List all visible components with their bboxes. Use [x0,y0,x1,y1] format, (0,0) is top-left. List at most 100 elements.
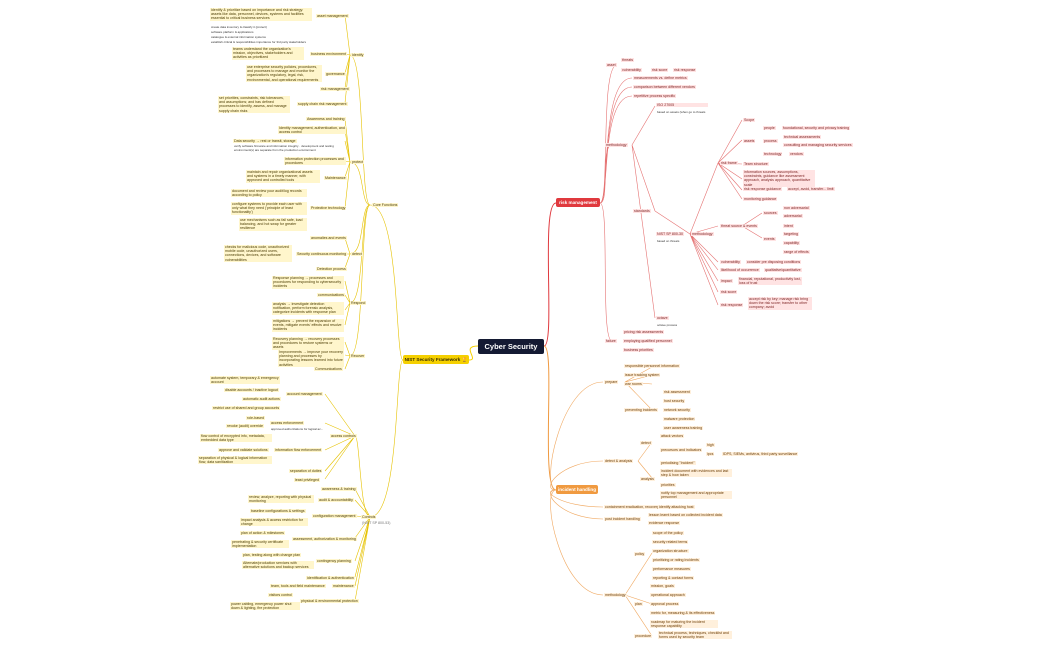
standards-node[interactable]: standards [633,209,651,214]
process-node[interactable]: process [763,139,778,144]
response-guidance-node[interactable]: risk response guidance [743,187,782,192]
data-security-node[interactable]: Data security → rest or transit, storage [233,139,297,144]
octave-node[interactable]: octave [656,316,669,321]
core-functions-node[interactable]: Core Functions [372,203,399,208]
identification-node[interactable]: identification & authentication [306,576,355,581]
preventing-node[interactable]: preventing incidents [624,408,658,413]
awareness-training-node[interactable]: Awareness and training [306,117,346,122]
detect-item-1: attack vectors [660,434,685,439]
supply-chain-node[interactable]: supply chain risk management [297,102,348,107]
threats-node[interactable]: threats [621,58,634,63]
asset-node[interactable]: asset [606,63,617,68]
inputs-node[interactable]: information sources, assumptions, constr… [743,170,815,187]
team-structure-node[interactable]: Team structure [743,162,769,167]
failure-node[interactable]: failure [605,339,617,344]
awareness-control-node[interactable]: awareness & training [321,487,357,492]
vulnerability-2-node[interactable]: vulnerability [720,260,741,265]
protective-technology-node[interactable]: Protective technology [310,206,347,211]
policy-node[interactable]: policy [634,552,646,557]
respond-communications-node[interactable]: communications [317,293,345,298]
respond-mitigations-node[interactable]: mitigations → prevent the expansion of e… [272,319,344,332]
people-node[interactable]: people [763,126,776,131]
audit-node[interactable]: audit & accountability [318,498,354,503]
respond-node[interactable]: Respond [350,301,367,306]
risk-methodology-2-node[interactable]: methodology [691,232,714,237]
physical-node[interactable]: physical & environmental protection [300,599,359,604]
event-capability: capability [783,241,800,246]
war-rooms-node[interactable]: war rooms [624,382,643,387]
business-environment-node[interactable]: business environment [310,52,347,57]
post-incident-node[interactable]: post incident handling [604,517,641,522]
branch-risk-management[interactable]: risk management [556,198,600,207]
assets-node[interactable]: assets [743,139,756,144]
assessment-node[interactable]: assessment, authorization & monitoring [292,537,357,542]
repetitive-node[interactable]: repetitive process specific [633,94,677,99]
incident-methodology-node[interactable]: methodology [604,593,627,598]
improvements-node[interactable]: Improvements → improve your recovery pla… [278,350,344,367]
configuration-node[interactable]: configuration management [312,514,357,519]
maintenance-control-node[interactable]: maintenance [332,584,355,589]
access-enforcement-node[interactable]: access enforcement [270,421,305,426]
incident-detect-node[interactable]: detect [640,441,652,446]
likelihood-node[interactable]: likelihood of occurrence [720,268,760,273]
scope-node[interactable]: Scope [743,118,756,123]
least-privileged-node[interactable]: least privileged [294,478,320,483]
assessment-item-1: plan of action & milestones [240,531,285,536]
impact-node[interactable]: impact [720,279,733,284]
sources-node[interactable]: sources [763,211,778,216]
incident-analysis-node[interactable]: analysis [640,477,655,482]
measurements-node[interactable]: measurements vs. define metrics [633,76,688,81]
procedure-node[interactable]: procedure [634,634,653,639]
risk-methodology-node[interactable]: methodology [605,143,628,148]
controls-node[interactable]: Controls [361,515,377,520]
identity-management-node[interactable]: Identity management, authentication, and… [278,126,346,135]
detection-process-node[interactable]: Detection process [316,267,347,272]
threat-sources-node[interactable]: threat source & events [720,224,758,229]
risk-response-2-node[interactable]: risk response [720,303,744,308]
iso-27005-node[interactable]: ISO 27005 [656,103,708,108]
vulnerability-node[interactable]: vulnerability [621,68,642,73]
comparison-node[interactable]: comparison between different vendors [633,85,696,90]
info-protection-node[interactable]: information protection processes and pro… [284,157,346,166]
technology-node[interactable]: technology [763,152,783,157]
risk-response-node[interactable]: risk response [673,68,697,73]
branch-nist[interactable]: NIST Security Framework 🏆 [403,355,469,364]
risk-frame-node[interactable]: risk frame [720,161,738,166]
identify-node[interactable]: identify [351,53,365,58]
contingency-node[interactable]: contingency planning [316,559,352,564]
maintenance-node[interactable]: Maintenance [324,176,347,181]
failure-item-3: business priorities [623,348,654,353]
detect-node[interactable]: detect [351,252,363,257]
asset-management-node[interactable]: asset management [316,14,349,19]
event-intent: intent [783,224,794,229]
asset-sub-4: establish critical & responsibilities im… [211,40,307,44]
respond-analysis-node[interactable]: analysis → investigate detection notific… [272,302,344,315]
access-controls-node[interactable]: access controls [330,434,357,439]
account-management-node[interactable]: account management [286,392,323,397]
root-node[interactable]: Cyber Security [478,339,544,354]
recover-communications-node[interactable]: Communications [314,367,343,372]
protect-node[interactable]: protect [351,160,364,165]
response-planning-node[interactable]: Response planning → processes and proced… [272,276,344,289]
separation-duties-node[interactable]: separation of duties [289,469,323,474]
branch-incident-handling[interactable]: incident handling [556,485,598,494]
governance-node[interactable]: governance [325,72,346,77]
nist-800-30-node[interactable]: NIST SP 800-30 [656,232,685,237]
risk-score-2-node[interactable]: risk score [720,290,738,295]
recovery-planning-node[interactable]: Recovery planning → recovery processes a… [272,337,344,350]
security-monitoring-node[interactable]: Security continuous monitoring [296,252,348,257]
events-node[interactable]: events [763,237,776,242]
risk-management-node[interactable]: risk management [320,87,350,92]
high-node[interactable]: high [706,443,715,448]
recover-node[interactable]: Recover [350,354,366,359]
containment-node[interactable]: containment eradication, recovery [604,505,660,510]
vendors-node[interactable]: vendors [789,152,804,157]
detect-analysis-node[interactable]: detect & analysis [604,459,634,464]
information-flow-node[interactable]: information flow enforcement [274,448,323,453]
plan-node[interactable]: plan [634,602,643,607]
ipcs-node[interactable]: ipcs [706,452,715,457]
anomalies-events-node[interactable]: anomalies and events [310,236,347,241]
prepare-node[interactable]: prepare [604,380,619,385]
monitoring-guidance-node[interactable]: monitoring guidance [743,197,778,202]
risk-score-node[interactable]: risk score [651,68,669,73]
